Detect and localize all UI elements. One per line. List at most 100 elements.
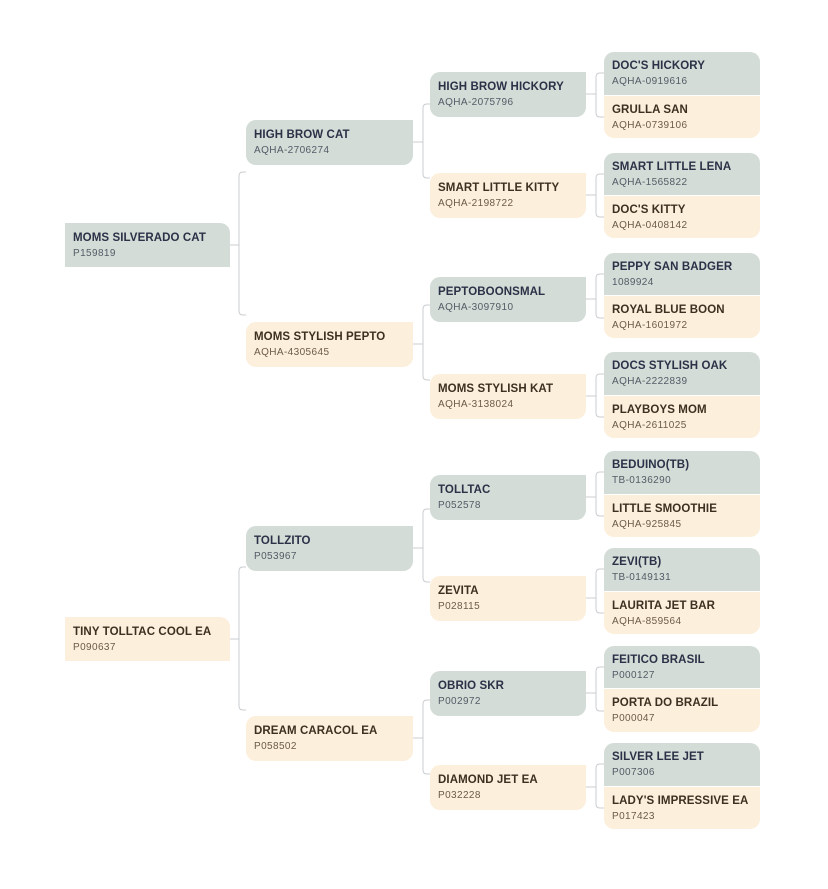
horse-reg: P002972 — [438, 696, 481, 707]
ggsire-node-8[interactable]: SILVER LEE JET P007306 — [604, 743, 760, 786]
horse-name: LAURITA JET BAR — [612, 599, 716, 612]
horse-name: PEPPY SAN BADGER — [612, 260, 733, 273]
ggsire-node-2[interactable]: SMART LITTLE LENA AQHA-1565822 — [604, 153, 760, 195]
horse-name: DOC'S HICKORY — [612, 60, 706, 72]
horse-name: DIAMOND JET EA — [438, 774, 538, 786]
ggsire-node-3[interactable]: PEPPY SAN BADGER 1089924 — [604, 253, 760, 295]
horse-reg: AQHA-0919616 — [612, 76, 688, 87]
ggdam-node-7[interactable]: PORTA DO BRAZIL P000047 — [604, 689, 760, 732]
horse-reg: AQHA-1601972 — [612, 319, 688, 331]
horse-reg: AQHA-2198722 — [438, 198, 514, 209]
horse-reg: P159819 — [73, 247, 116, 259]
horse-name: MOMS STYLISH KAT — [438, 383, 554, 395]
ggsire-node-4[interactable]: DOCS STYLISH OAK AQHA-2222839 — [604, 352, 760, 395]
horse-name: PEPTOBOONSMAL — [438, 286, 546, 298]
sire-node-1[interactable]: HIGH BROW CAT AQHA-2706274 — [246, 120, 413, 165]
gdam-node-4[interactable]: DIAMOND JET EA P032228 — [430, 765, 586, 810]
horse-name: SILVER LEE JET — [612, 751, 704, 763]
horse-name: TOLLZITO — [254, 535, 311, 547]
horse-reg: P017423 — [612, 810, 655, 822]
horse-name: ZEVI(TB) — [612, 556, 662, 568]
horse-reg: P058502 — [254, 741, 297, 752]
horse-reg: TB-0149131 — [612, 572, 672, 583]
ggsire-node-7[interactable]: FEITICO BRASIL P000127 — [604, 646, 760, 688]
ggdam-node-4[interactable]: PLAYBOYS MOM AQHA-2611025 — [604, 396, 760, 438]
connector-g3-8-bar — [595, 763, 601, 809]
gsire-node-3[interactable]: TOLLTAC P052578 — [430, 475, 586, 520]
connector-g3-2-bar — [595, 173, 601, 218]
horse-reg: AQHA-2611025 — [612, 419, 687, 431]
horse-name: HIGH BROW HICKORY — [438, 81, 564, 93]
horse-reg: AQHA-0408142 — [612, 219, 688, 231]
horse-name: LADY'S IMPRESSIVE EA — [612, 794, 749, 807]
gsire-node-4[interactable]: OBRIO SKR P002972 — [430, 671, 586, 716]
horse-node-1[interactable]: MOMS SILVERADO CAT P159819 — [65, 223, 230, 267]
horse-reg: P090637 — [73, 641, 116, 653]
gsire-node-2[interactable]: PEPTOBOONSMAL AQHA-3097910 — [430, 277, 586, 322]
horse-name: OBRIO SKR — [438, 680, 505, 692]
ggdam-node-2[interactable]: DOC'S KITTY AQHA-0408142 — [604, 196, 760, 238]
connector-g3-6-bar — [595, 568, 601, 614]
horse-reg: AQHA-2222839 — [612, 376, 688, 387]
horse-name: PLAYBOYS MOM — [612, 403, 707, 416]
horse-name: DOC'S KITTY — [612, 203, 686, 216]
horse-name: MOMS SILVERADO CAT — [73, 231, 206, 244]
dam-node-2[interactable]: DREAM CARACOL EA P058502 — [246, 716, 413, 761]
horse-node-2[interactable]: TINY TOLLTAC COOL EA P090637 — [65, 617, 230, 661]
dam-node-1[interactable]: MOMS STYLISH PEPTO AQHA-4305645 — [246, 322, 413, 367]
connector-g3-1-bar — [595, 72, 601, 118]
horse-reg: AQHA-3138024 — [438, 399, 514, 410]
ggdam-node-8[interactable]: LADY'S IMPRESSIVE EA P017423 — [604, 787, 760, 829]
gdam-node-1[interactable]: SMART LITTLE KITTY AQHA-2198722 — [430, 173, 586, 218]
horse-reg: AQHA-0739106 — [612, 119, 688, 131]
connector-g3-7-bar — [595, 666, 601, 712]
horse-name: ZEVITA — [438, 585, 479, 597]
connector-p1-sire-bar — [422, 103, 428, 179]
horse-reg: P000127 — [612, 669, 655, 681]
ggdam-node-6[interactable]: LAURITA JET BAR AQHA-859564 — [604, 592, 760, 634]
horse-name: HIGH BROW CAT — [254, 129, 350, 141]
horse-reg: P053967 — [254, 551, 297, 562]
horse-reg: P032228 — [438, 790, 481, 801]
horse-reg: AQHA-925845 — [612, 518, 682, 530]
horse-name: LITTLE SMOOTHIE — [612, 502, 717, 515]
horse-name: SMART LITTLE LENA — [612, 160, 732, 173]
horse-name: SMART LITTLE KITTY — [438, 182, 560, 194]
horse-reg: P028115 — [438, 601, 481, 612]
ggsire-node-1[interactable]: DOC'S HICKORY AQHA-0919616 — [604, 52, 760, 95]
horse-name: TOLLTAC — [438, 484, 491, 496]
horse-reg: P052578 — [438, 500, 481, 511]
horse-name: PORTA DO BRAZIL — [612, 697, 719, 709]
horse-name: MOMS STYLISH PEPTO — [254, 331, 386, 343]
ggdam-node-3[interactable]: ROYAL BLUE BOON AQHA-1601972 — [604, 296, 760, 338]
sire-node-2[interactable]: TOLLZITO P053967 — [246, 526, 413, 571]
horse-name: DREAM CARACOL EA — [254, 725, 378, 737]
connector-g3-3-bar — [595, 273, 601, 319]
horse-reg: AQHA-1565822 — [612, 176, 688, 188]
connector-g3-5-bar — [595, 471, 601, 517]
horse-reg: AQHA-3097910 — [438, 302, 514, 313]
ggdam-node-5[interactable]: LITTLE SMOOTHIE AQHA-925845 — [604, 495, 760, 537]
gdam-node-3[interactable]: ZEVITA P028115 — [430, 576, 586, 621]
horse-name: FEITICO BRASIL — [612, 653, 705, 666]
ggdam-node-1[interactable]: GRULLA SAN AQHA-0739106 — [604, 96, 760, 138]
connector-p2-dam-bar — [422, 699, 428, 775]
connector-p2-sire-bar — [422, 508, 428, 583]
ggsire-node-6[interactable]: ZEVI(TB) TB-0149131 — [604, 548, 760, 591]
gsire-node-1[interactable]: HIGH BROW HICKORY AQHA-2075796 — [430, 72, 586, 117]
horse-name: DOCS STYLISH OAK — [612, 360, 728, 372]
horse-name: TINY TOLLTAC COOL EA — [73, 625, 212, 638]
horse-reg: 1089924 — [612, 276, 654, 288]
horse-reg: AQHA-4305645 — [254, 347, 330, 358]
connector-g3-4-bar — [595, 373, 601, 418]
horse-name: ROYAL BLUE BOON — [612, 303, 725, 316]
horse-name: GRULLA SAN — [612, 103, 688, 116]
connector-p1-dam-bar — [422, 304, 428, 381]
horse-reg: TB-0136290 — [612, 475, 672, 486]
ggsire-node-5[interactable]: BEDUINO(TB) TB-0136290 — [604, 451, 760, 494]
connector-p2-g1-bar — [238, 566, 244, 711]
gdam-node-2[interactable]: MOMS STYLISH KAT AQHA-3138024 — [430, 374, 586, 419]
horse-reg: AQHA-2075796 — [438, 97, 514, 108]
horse-reg: AQHA-859564 — [612, 615, 682, 627]
